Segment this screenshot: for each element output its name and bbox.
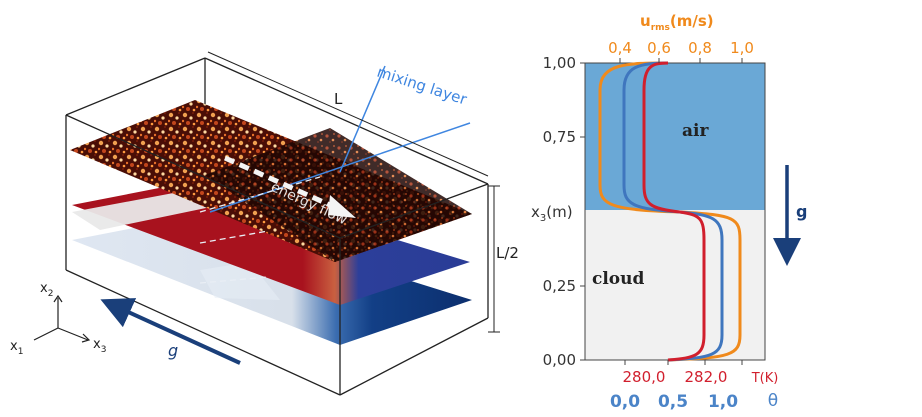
y-tick-label-2: 0,25 bbox=[543, 277, 576, 295]
axis-x1-label: x1 bbox=[10, 339, 23, 357]
mixing-layer-lines bbox=[209, 65, 471, 213]
plane-bottom-cloud-blobs bbox=[200, 262, 280, 300]
length-label: L bbox=[334, 90, 343, 108]
top-tick-label-2: 0,8 bbox=[688, 39, 712, 57]
cloud-label: cloud bbox=[592, 269, 645, 289]
top-tick-label-1: 0,6 bbox=[647, 39, 671, 57]
half-length-label: L/2 bbox=[496, 244, 519, 262]
half-length-dimension bbox=[488, 185, 500, 333]
gravity-label-left: g bbox=[168, 341, 178, 360]
gravity-label-right: g bbox=[796, 202, 807, 221]
y-tick-label-1: 0,75 bbox=[543, 128, 576, 146]
axis-x2-label: x2 bbox=[40, 281, 53, 299]
gravity-arrow-left bbox=[100, 298, 241, 365]
theta-tick-label-0: 0,0 bbox=[610, 392, 640, 412]
air-label: air bbox=[682, 121, 709, 141]
y-axis-title: x3(m) bbox=[531, 203, 573, 224]
domain-schematic: energy flow L L/2 mixing layer g bbox=[10, 51, 519, 396]
temp-unit-label: T(K) bbox=[751, 371, 779, 386]
plane-bottom-liquid-water bbox=[72, 215, 472, 345]
top-tick-label-0: 0,4 bbox=[608, 39, 632, 57]
mixing-layer-label: mixing layer bbox=[375, 63, 470, 109]
temp-tick-label-1: 282,0 bbox=[685, 368, 728, 386]
top-axis-title: urms(m/s) bbox=[640, 12, 714, 33]
theta-tick-label-2: 1,0 bbox=[708, 392, 738, 412]
profile-plot: air cloud 0,4 0,6 0,8 1,0 urms(m/s) 1,00… bbox=[531, 12, 807, 412]
plane-turbulence-dark-half bbox=[205, 128, 472, 262]
theta-axis-label: θ bbox=[768, 391, 778, 411]
length-dimension bbox=[207, 51, 489, 177]
y-axis-ticks bbox=[580, 62, 585, 361]
y-tick-label-3: 0,00 bbox=[543, 351, 576, 369]
temp-tick-label-0: 280,0 bbox=[623, 368, 666, 386]
axes-triad bbox=[33, 294, 91, 343]
y-tick-label-0: 1,00 bbox=[543, 54, 576, 72]
top-tick-label-3: 1,0 bbox=[730, 39, 754, 57]
mixing-dashed-lines bbox=[199, 176, 321, 284]
bottom-axis-ticks bbox=[624, 360, 743, 365]
top-axis-ticks bbox=[619, 58, 743, 63]
air-region bbox=[585, 63, 765, 210]
energy-flow-arrow bbox=[223, 155, 356, 218]
cloud-region bbox=[585, 210, 765, 360]
theta-tick-label-1: 0,5 bbox=[658, 392, 688, 412]
temperature-profile-curve bbox=[642, 61, 706, 362]
axis-x3-label: x3 bbox=[93, 337, 106, 355]
box-front-edges bbox=[65, 114, 489, 396]
